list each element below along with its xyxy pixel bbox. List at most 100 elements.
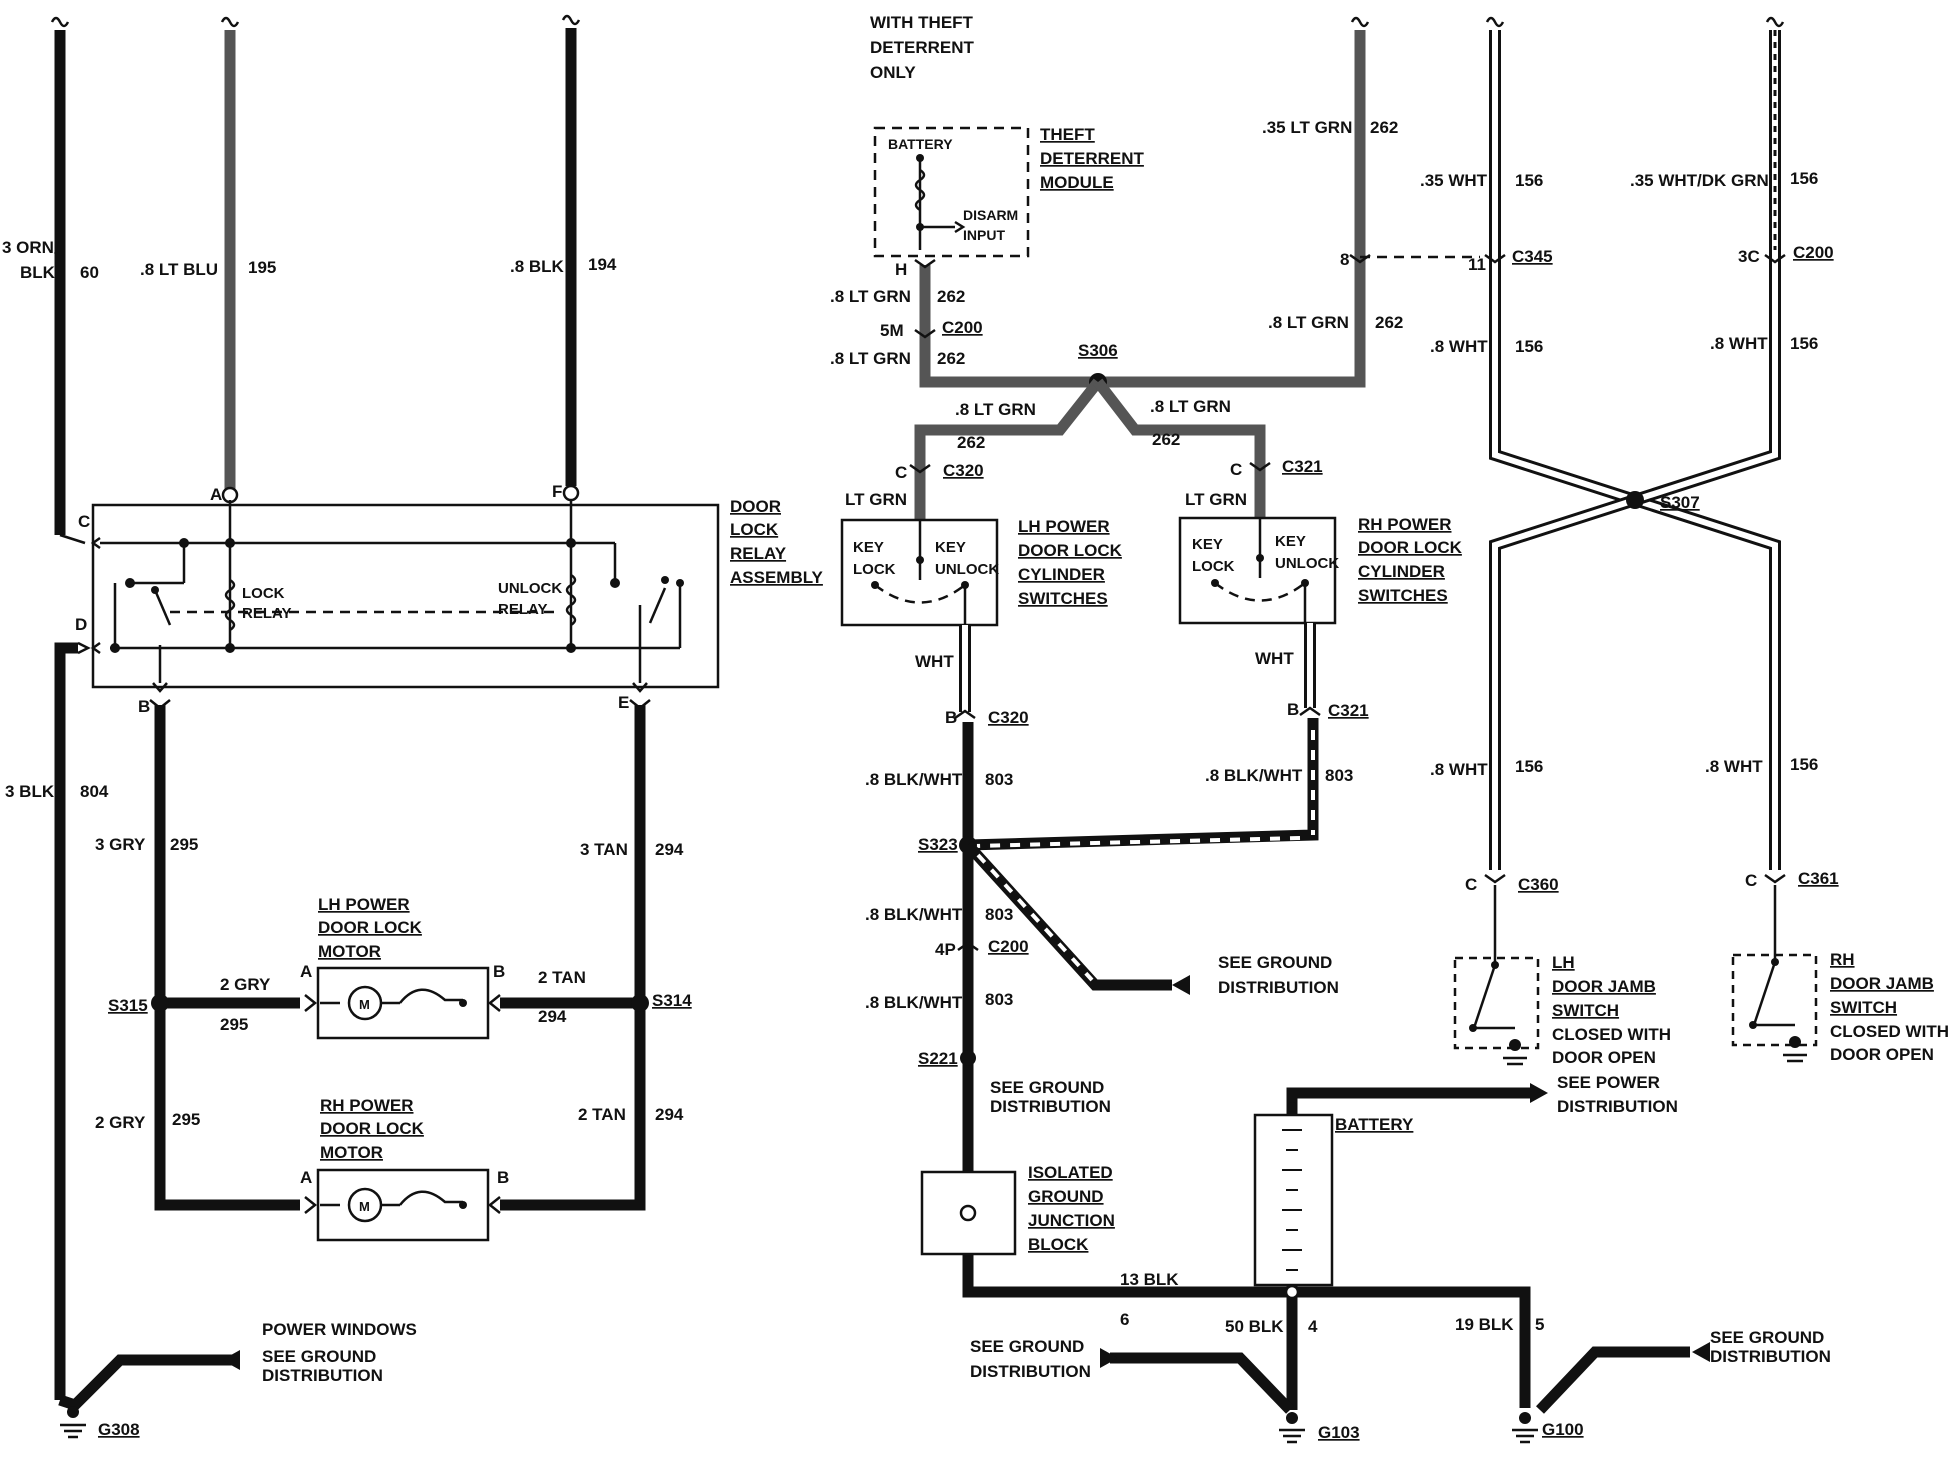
component-label: SWITCH (1830, 998, 1897, 1017)
splice-s307-dot (1626, 491, 1644, 509)
component-label: CLOSED WITH (1830, 1022, 1949, 1041)
relay-label: RELAY (242, 605, 291, 622)
wire-label: 2 TAN (538, 968, 586, 987)
component-label: LH POWER (1018, 517, 1110, 536)
wire-lt-grn-262-right-feed (1098, 30, 1366, 388)
component-label: DOOR OPEN (1552, 1048, 1656, 1067)
wire-label: .8 WHT (1710, 334, 1768, 353)
switch-label: LOCK (853, 561, 896, 578)
circuit-label: 156 (1790, 169, 1818, 188)
component-label: DOOR LOCK (1018, 541, 1123, 560)
circuit-label: 294 (655, 840, 684, 859)
component-label: INPUT (963, 227, 1005, 243)
relay-label: UNLOCK (498, 580, 562, 597)
component-label: DOOR (730, 497, 781, 516)
circuit-label: 803 (985, 905, 1013, 924)
wire-label: 50 BLK (1225, 1317, 1284, 1336)
wire-gry-295 (154, 705, 300, 1211)
wire-label: 2 GRY (95, 1113, 146, 1132)
note: SEE GROUND (262, 1347, 376, 1366)
circuit-label: 156 (1790, 334, 1818, 353)
component-label: BATTERY (1335, 1115, 1414, 1134)
ground-label: G308 (98, 1420, 140, 1439)
ground-g103-lead (1110, 1352, 1294, 1414)
component-label: SWITCHES (1358, 586, 1448, 605)
circuit-label: 295 (220, 1015, 248, 1034)
pin-label: H (895, 260, 907, 279)
pin-label: B (138, 697, 150, 716)
component-label: ASSEMBLY (730, 568, 824, 587)
component-label: DOOR JAMB (1830, 974, 1934, 993)
wire-lt-grn-262-theft (919, 265, 1098, 388)
wire-label: 6 (1120, 1310, 1129, 1329)
connector-label: C200 (942, 318, 983, 337)
connector-label: C320 (988, 708, 1029, 727)
component-label: DOOR LOCK (1358, 538, 1463, 557)
note: DISTRIBUTION (1218, 978, 1339, 997)
circuit-label: 156 (1790, 755, 1818, 774)
wire-label: .8 BLK/WHT (865, 770, 963, 789)
circuit-label: 156 (1515, 757, 1543, 776)
component-label: LH POWER (318, 895, 410, 914)
ground-label: G103 (1318, 1423, 1360, 1442)
wire-label: .8 BLK/WHT (865, 993, 963, 1012)
pin-label: C (895, 463, 907, 482)
component-label: RELAY (730, 544, 787, 563)
relay-section: M M (50, 14, 720, 1439)
circuit-label: 295 (172, 1110, 200, 1129)
pin-label: 8 (1340, 250, 1349, 269)
circuit-label: 60 (80, 263, 99, 282)
note: SEE GROUND (1710, 1328, 1824, 1347)
theft-note: WITH THEFT (870, 13, 974, 32)
pin-label: A (300, 1168, 312, 1187)
wire-wht-156-left (1489, 30, 1781, 870)
ground-label: G100 (1542, 1420, 1584, 1439)
svg-text:M: M (359, 997, 370, 1012)
door-jamb-section (1360, 16, 1818, 1066)
wire-label: .8 BLK/WHT (865, 905, 963, 924)
pin-label: A (300, 962, 312, 981)
connector-label: C200 (1793, 243, 1834, 262)
wire-label: BLK (20, 263, 56, 282)
circuit-label: 295 (170, 835, 198, 854)
circuit-label: 262 (957, 433, 985, 452)
component-label: CYLINDER (1358, 562, 1445, 581)
lh-door-jamb-switch (1453, 885, 1540, 1066)
wire-label: WHT (915, 652, 954, 671)
wire-label: 13 BLK (1120, 1270, 1179, 1289)
connector-label: C360 (1518, 875, 1559, 894)
switch-label: KEY (1275, 533, 1306, 550)
circuit-label: 803 (1325, 766, 1353, 785)
wire-label: .8 WHT (1430, 760, 1488, 779)
wire-blk-804 (54, 642, 78, 1400)
rh-door-jamb-switch (1731, 885, 1818, 1063)
connector-label: C321 (1328, 701, 1369, 720)
labels: WITH THEFT DETERRENT ONLY 3 ORN/ BLK 60 … (2, 13, 1949, 1442)
ground-g100-symbol (1512, 1412, 1538, 1444)
connector-label: C321 (1282, 457, 1323, 476)
circuit-label: 262 (937, 287, 965, 306)
ground-g308-lead (58, 1354, 240, 1412)
wire-label: 3 TAN (580, 840, 628, 859)
relay-label: RELAY (498, 601, 547, 618)
pin-label: E (618, 693, 629, 712)
ground-g100-lead (1536, 1346, 1690, 1414)
switch-label: LOCK (1192, 558, 1235, 575)
theft-deterrent-module-box (873, 126, 1030, 258)
component-label: DISARM (963, 207, 1018, 223)
component-label: BLOCK (1028, 1235, 1089, 1254)
circuit-label: 803 (985, 990, 1013, 1009)
wire-label: 2 GRY (220, 975, 271, 994)
wire-lt-grn-262-lh (914, 378, 1103, 520)
splice-s314-dot (631, 994, 649, 1012)
circuit-label: 803 (985, 770, 1013, 789)
pin-label: C (1230, 460, 1242, 479)
pin-label: 3C (1738, 247, 1760, 266)
component-label: DOOR JAMB (1552, 977, 1656, 996)
connector-label: C320 (943, 461, 984, 480)
pin-label: C (1745, 871, 1757, 890)
pin-label: B (493, 962, 505, 981)
svg-text:M: M (359, 1199, 370, 1214)
circuit-label: 294 (655, 1105, 684, 1124)
